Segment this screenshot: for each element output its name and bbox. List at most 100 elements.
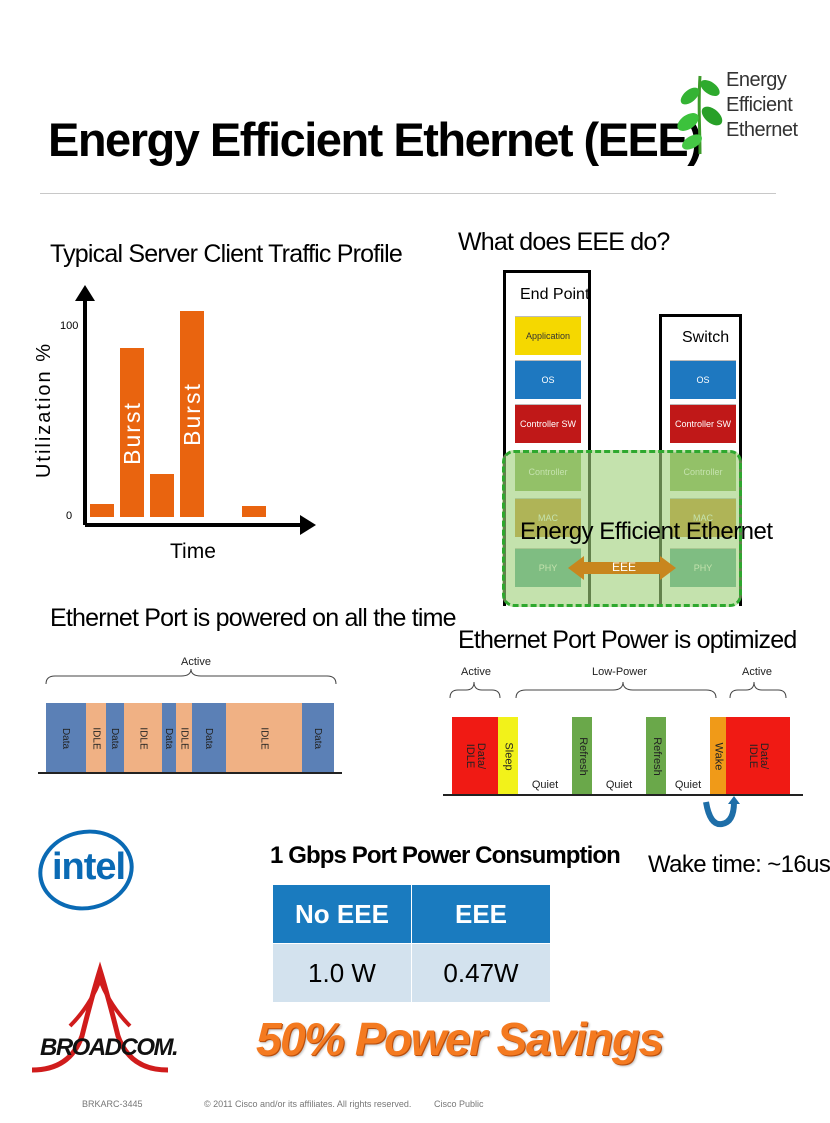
power-segment-data-idle: Data/ IDLE (726, 717, 790, 795)
eee-overlay (502, 450, 742, 607)
segment-label: IDLE (137, 726, 149, 750)
optimized-braces (449, 681, 787, 699)
eee-link-label: EEE (612, 560, 637, 574)
power-table-value-no-eee: 1.0 W (272, 943, 412, 1003)
segment-label: Data (109, 727, 121, 749)
footer-classification: Cisco Public (434, 1099, 484, 1109)
page-title: Energy Efficient Ethernet (EEE) (48, 113, 703, 166)
stack-layer-os: OS (670, 360, 736, 399)
wake-arrow-icon (703, 796, 740, 828)
power-table-header-row: No EEE EEE (272, 884, 551, 944)
eee-overlay-label: Energy Efficient Ethernet (520, 518, 773, 545)
intel-logo: intel (38, 822, 138, 922)
power-segment-quiet: Quiet (518, 717, 572, 795)
what-eee-heading: What does EEE do? (458, 228, 670, 256)
optimized-low-power: Low-Power (592, 666, 648, 678)
traffic-bar (120, 348, 144, 517)
always-on-brace (45, 668, 337, 685)
power-table: No EEE EEE 1.0 W 0.47W (272, 884, 551, 1003)
segment-label: Data (163, 727, 175, 749)
idle-segment: IDLE (226, 703, 302, 773)
leaf-icon (677, 75, 723, 155)
power-segment-sleep: Sleep (498, 717, 518, 795)
segment-label: Quiet (674, 779, 702, 791)
stack-layer-controller-sw: Controller SW (515, 404, 581, 443)
y-tick-0: 0 (66, 510, 73, 522)
power-table-value-row: 1.0 W 0.47W (272, 943, 551, 1003)
power-table-title: 1 Gbps Port Power Consumption (270, 842, 621, 869)
segment-label: Data/ IDLE (747, 742, 770, 770)
power-segment-wake: Wake (710, 717, 726, 795)
logo-line-1: Energy (726, 69, 787, 91)
segment-label: Sleep (502, 741, 515, 771)
segment-label: Refresh (650, 736, 663, 776)
data-segment: Data (302, 703, 334, 773)
idle-segment: IDLE (124, 703, 162, 773)
segment-label: Refresh (576, 736, 589, 776)
intel-wordmark: intel (52, 846, 126, 888)
broadcom-wave-icon (31, 961, 169, 1073)
optimized-baseline (443, 794, 803, 796)
data-segment: Data (192, 703, 226, 773)
burst-label: Burst (179, 382, 205, 446)
idle-segment: IDLE (176, 703, 192, 773)
power-segment-quiet: Quiet (666, 717, 710, 795)
power-table-value-eee: 0.47W (411, 943, 551, 1003)
footer-copyright: © 2011 Cisco and/or its affiliates. All … (204, 1099, 412, 1109)
traffic-bar (242, 506, 266, 517)
traffic-bar (150, 474, 174, 517)
data-segment: Data (162, 703, 176, 773)
bars-layer: Burst Burst (30, 285, 320, 575)
power-segment-data-idle: Data/ IDLE (452, 717, 498, 795)
power-table-header-no-eee: No EEE (272, 884, 412, 944)
segment-label: IDLE (258, 726, 270, 750)
endpoint-stack (503, 270, 591, 606)
power-table-header-eee: EEE (411, 884, 551, 944)
idle-segment: IDLE (86, 703, 106, 773)
power-segment-quiet: Quiet (592, 717, 646, 795)
power-segment-refresh: Refresh (646, 717, 666, 795)
switch-label: Switch (682, 329, 730, 346)
broadcom-logo: BROADCOM. (30, 961, 179, 1076)
always-on-active-label: Active (181, 656, 211, 668)
intel-swirl-icon (38, 829, 134, 911)
optimized-active-left: Active (461, 666, 491, 678)
always-on-baseline (38, 772, 342, 774)
logo-line-3: Ethernet (726, 119, 798, 141)
data-segment: Data (106, 703, 124, 773)
burst-label: Burst (119, 400, 145, 465)
segment-label: Data (203, 727, 215, 749)
y-tick-100: 100 (60, 320, 79, 332)
footer-session-code: BRKARC-3445 (82, 1099, 143, 1109)
title-divider (40, 193, 776, 194)
broadcom-wordmark: BROADCOM. (40, 1034, 179, 1061)
power-savings-banner: 50% Power Savings (256, 1013, 664, 1065)
endpoint-label: End Point (520, 286, 590, 303)
segment-label: Data (60, 727, 72, 749)
eee-link-arrow (568, 556, 676, 580)
segment-label: IDLE (178, 726, 190, 750)
stack-layer-os: OS (515, 360, 581, 399)
segment-label: Wake (712, 742, 725, 770)
wake-time-label: Wake time: ~16us (648, 851, 830, 878)
logo-line-2: Efficient (726, 94, 793, 116)
optimized-active-right: Active (742, 666, 772, 678)
segment-label: Data (312, 727, 324, 749)
traffic-bar (180, 311, 204, 517)
optimized-heading: Ethernet Port Power is optimized (458, 626, 797, 654)
segment-label: Quiet (531, 779, 559, 791)
chart-axes (75, 285, 316, 535)
power-segment-refresh: Refresh (572, 717, 592, 795)
segment-label: Quiet (605, 779, 633, 791)
data-segment: Data (46, 703, 86, 773)
stack-layer-controller-sw: Controller SW (670, 404, 736, 443)
eee-logo: Energy Efficient Ethernet (676, 62, 798, 162)
traffic-profile-heading: Typical Server Client Traffic Profile (50, 240, 403, 268)
always-on-heading: Ethernet Port is powered on all the time (50, 604, 457, 632)
segment-label: IDLE (90, 726, 102, 750)
segment-label: Data/ IDLE (464, 742, 487, 770)
traffic-bar (90, 504, 114, 517)
stack-layer-application: Application (515, 316, 581, 355)
x-axis-label: Time (170, 540, 216, 563)
